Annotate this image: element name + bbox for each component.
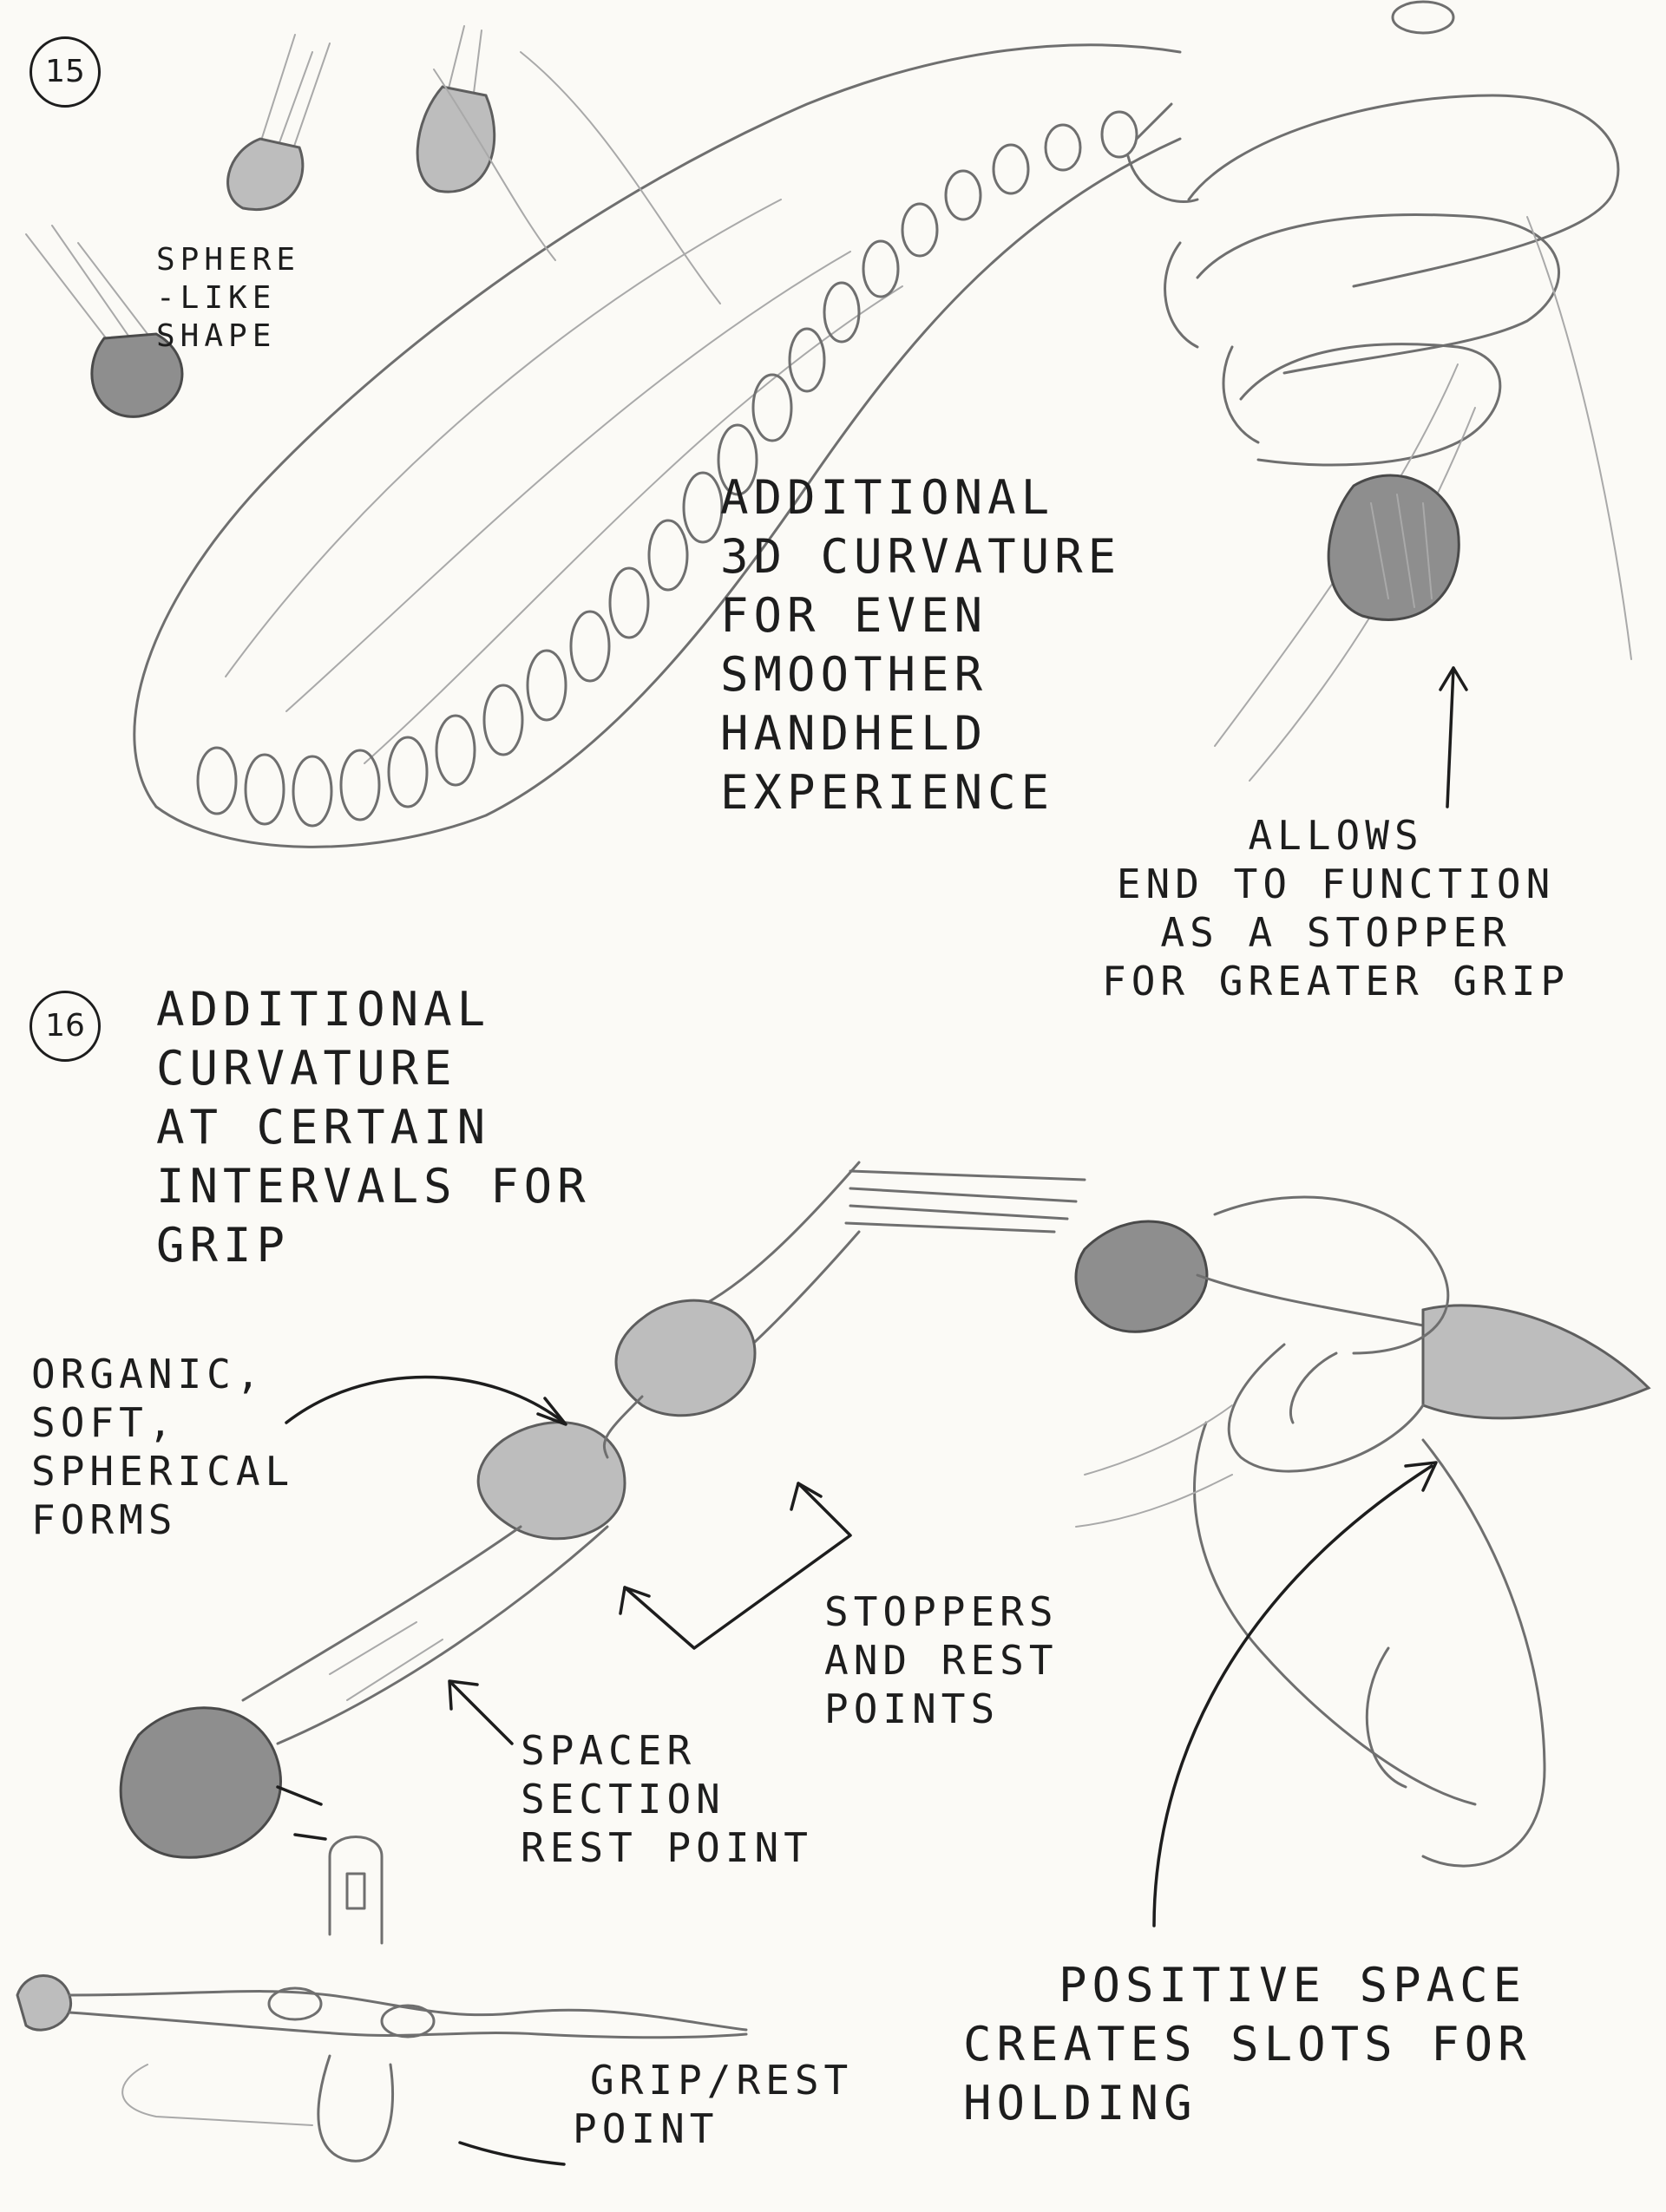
- fork-sketch: [119, 1161, 1086, 1859]
- organic-forms-arrow: [285, 1375, 567, 1426]
- note-stoppers-rest-points: STOPPERS AND REST POINTS: [824, 1588, 1059, 1732]
- note-stopper-end: ALLOWS END TO FUNCTION AS A STOPPER FOR …: [1102, 812, 1571, 1005]
- sketch-number-16: 16: [30, 991, 101, 1062]
- note-spacer-section: SPACER SECTION REST POINT: [521, 1727, 813, 1871]
- note-positive-space: POSITIVE SPACE CREATES SLOTS FOR HOLDING: [963, 1958, 1532, 2130]
- sphere-end-sketch-1: [226, 34, 331, 211]
- spacer-arrow: [448, 1679, 514, 1745]
- note-sphere-like-shape: SPHERE -LIKE SHAPE: [156, 242, 301, 354]
- note-3d-curvature: ADDITIONAL 3D CURVATURE FOR EVEN SMOOTHE…: [720, 470, 1122, 820]
- positive-space-arrow: [1152, 1461, 1438, 1927]
- sphere-end-sketch-3: [25, 225, 184, 418]
- hand-holding-fork-sketch: [1074, 1195, 1651, 1868]
- note-organic-forms: ORGANIC, SOFT, SPHERICAL FORMS: [31, 1351, 295, 1543]
- gripping-hand-sketch: [1126, 0, 1632, 782]
- handle-body-sketch: [133, 43, 1182, 848]
- sketch-number-15: 15: [30, 36, 101, 108]
- stopper-arrow: [1439, 666, 1468, 808]
- note-curvature-intervals: ADDITIONAL CURVATURE AT CERTAIN INTERVAL…: [156, 982, 591, 1273]
- grip-rest-arrow: [458, 2141, 566, 2166]
- side-view-sketch: [16, 1785, 748, 2163]
- stoppers-bracket-arrow: [619, 1482, 852, 1650]
- scalloped-grip-edge: [196, 110, 1138, 828]
- sphere-end-sketch-2: [416, 25, 496, 193]
- note-grip-rest-point: GRIP/REST POINT: [573, 2057, 854, 2152]
